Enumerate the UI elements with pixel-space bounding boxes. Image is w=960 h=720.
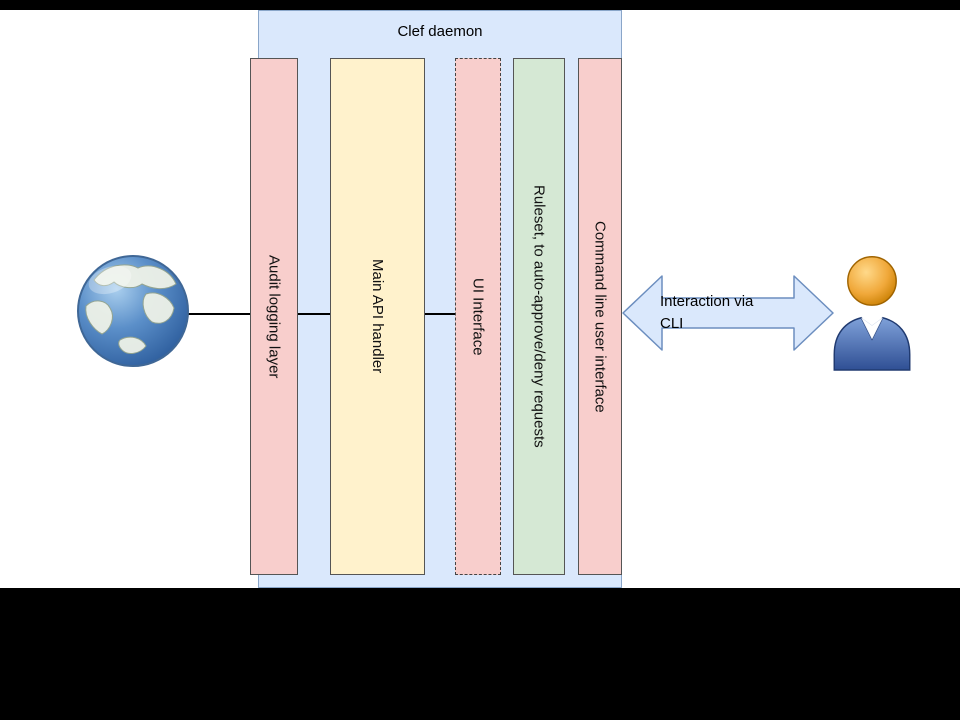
clef-daemon-container: Clef daemon (258, 10, 622, 588)
bar-command-line-ui: Command line user interface (578, 58, 622, 575)
bar-main-api-handler: Main API handler (330, 58, 425, 575)
container-title: Clef daemon (397, 23, 483, 40)
globe-icon (76, 254, 190, 368)
connector-api-to-ui (425, 313, 455, 315)
user-icon (828, 250, 916, 371)
connector-globe-to-audit (186, 313, 250, 315)
bar-ruleset: Ruleset, to auto-approve/deny requests (513, 58, 565, 575)
connector-audit-to-api (298, 313, 330, 315)
bar-ruleset-label: Ruleset, to auto-approve/deny requests (530, 185, 548, 448)
bar-ui-label: UI Interface (469, 277, 487, 356)
bar-ui-interface: UI Interface (455, 58, 501, 575)
bar-audit-label: Audit logging layer (265, 254, 283, 379)
cli-interaction-arrow (622, 274, 834, 352)
bar-cli-label: Command line user interface (591, 220, 609, 413)
arrow-label: Interaction via CLI (660, 293, 754, 332)
bar-audit-logging-layer: Audit logging layer (250, 58, 298, 575)
bar-api-label: Main API handler (369, 259, 386, 374)
